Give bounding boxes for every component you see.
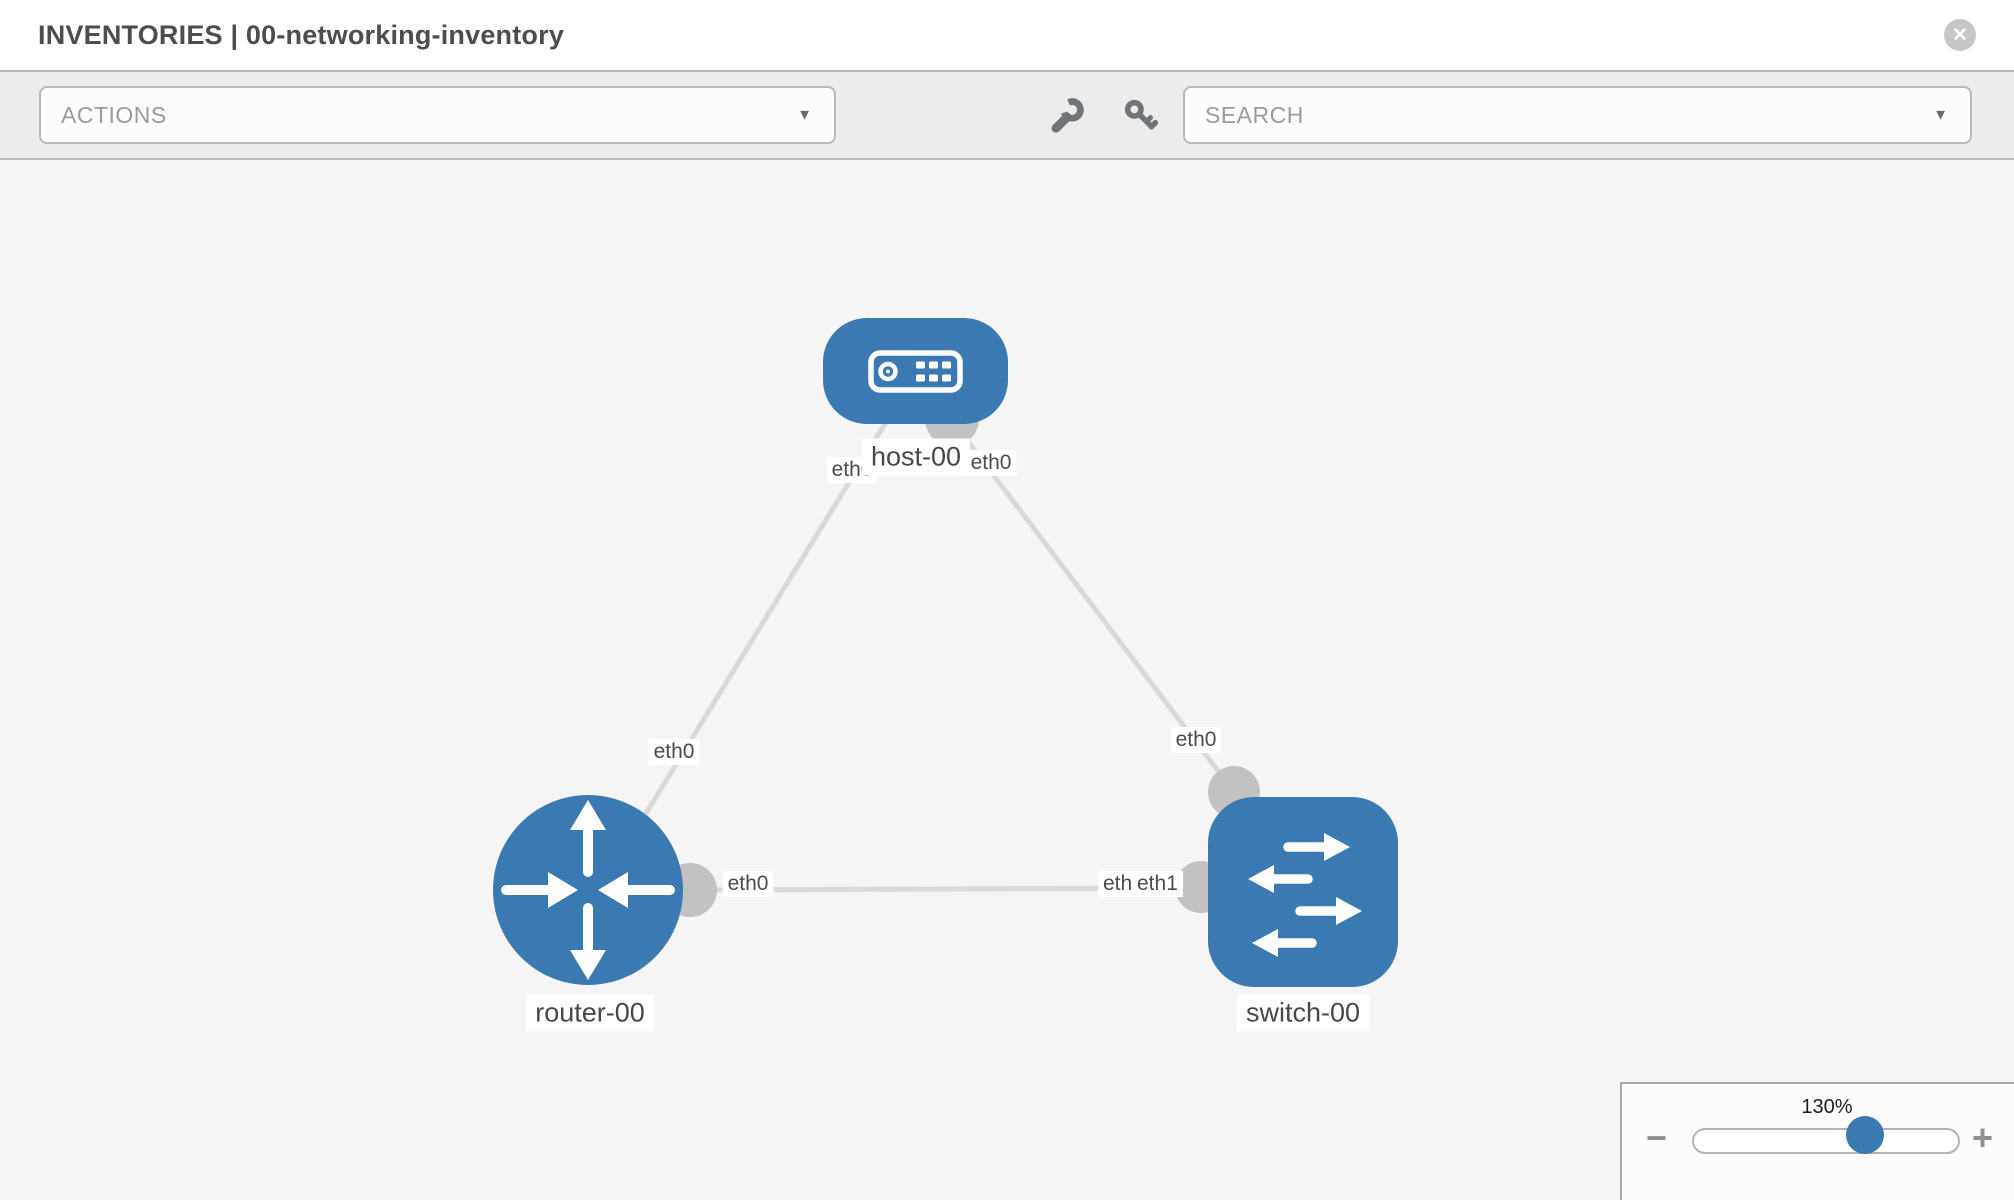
page-title: INVENTORIES | 00-networking-inventory: [38, 19, 565, 50]
search-dropdown[interactable]: SEARCH ▼: [1183, 86, 1972, 144]
node-host-00[interactable]: [823, 318, 1008, 424]
close-button[interactable]: ✕: [1944, 19, 1976, 51]
zoom-slider-thumb[interactable]: [1846, 1116, 1884, 1154]
interface-label: eth0: [722, 871, 774, 897]
router-icon: [501, 800, 675, 980]
node-label-switch-00: switch-00: [1236, 994, 1370, 1032]
key-icon: [1124, 99, 1159, 130]
credentials-button[interactable]: [1119, 94, 1163, 138]
zoom-out-button[interactable]: −: [1646, 1120, 1667, 1156]
close-icon: ✕: [1952, 24, 1968, 46]
zoom-in-button[interactable]: +: [1972, 1120, 1993, 1156]
interface-label: eth0: [965, 450, 1017, 476]
configure-button[interactable]: [1044, 94, 1088, 138]
node-switch-00[interactable]: [1208, 797, 1398, 987]
actions-dropdown-label: ACTIONS: [61, 101, 167, 128]
chevron-down-icon: ▼: [797, 106, 812, 124]
node-label-router-00: router-00: [526, 994, 654, 1032]
search-dropdown-label: SEARCH: [1205, 101, 1304, 128]
chevron-down-icon: ▼: [1933, 106, 1948, 124]
interface-label-pair: eth0 eth1: [1098, 871, 1183, 897]
interface-label: eth0: [648, 739, 700, 765]
toolbar: ACTIONS ▼ SEARCH ▼: [0, 72, 2014, 160]
interface-label: eth1: [1132, 871, 1183, 897]
zoom-panel: 130% − +: [1620, 1082, 2014, 1200]
page-header: INVENTORIES | 00-networking-inventory ✕: [0, 0, 2014, 72]
plus-icon: +: [1972, 1117, 1994, 1158]
switch-icon: [1248, 833, 1362, 957]
interface-label: eth0: [1170, 727, 1222, 753]
actions-dropdown[interactable]: ACTIONS ▼: [39, 86, 836, 144]
topology-canvas[interactable]: eth0 host-00 eth0 eth0 eth0 eth0 eth0 et…: [0, 160, 2014, 1200]
wrench-icon: [1051, 98, 1084, 133]
minus-icon: −: [1646, 1117, 1668, 1158]
host-icon: [868, 350, 963, 393]
zoom-slider-track[interactable]: [1692, 1128, 1960, 1154]
node-label-host-00: host-00: [861, 438, 971, 476]
zoom-value: 130%: [1801, 1096, 1853, 1118]
node-router-00[interactable]: [493, 795, 683, 985]
